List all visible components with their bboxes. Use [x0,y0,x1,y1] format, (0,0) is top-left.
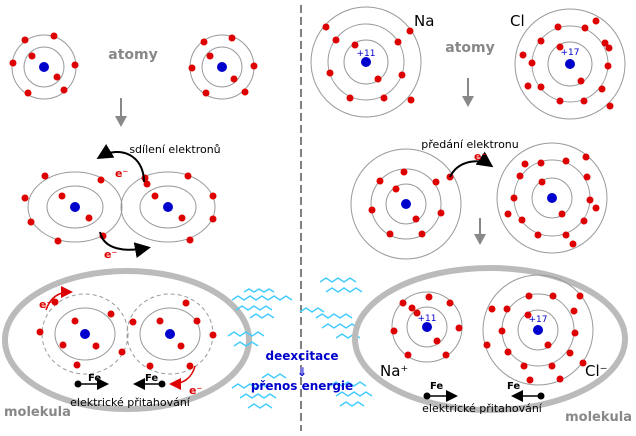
na-nucleus-charge: +11 [357,49,376,59]
na-label: Na [414,12,434,30]
left-attraction-forces [74,378,166,390]
left-atom-1 [9,32,79,100]
cl-label: Cl [510,12,525,30]
right-transfer-cl-atom [496,142,608,254]
right-na-atom [310,6,422,118]
left-attraction-label: elektrické přitahování [70,396,191,409]
left-shared-atom-1 [21,171,123,245]
left-atoms-label: atomy [108,47,157,63]
left-electron-label-top: e⁻ [115,167,128,180]
electrons [9,32,79,97]
left-force-label-1: Fe [88,373,101,384]
right-force-label-1: Fe [430,381,443,392]
left-electron-transfer-arrows [96,143,151,259]
cl-nucleus-charge: +17 [561,48,580,58]
right-electron-label: e⁻ [474,150,487,163]
left-atom-2 [188,34,258,100]
right-transfer-na-atom [350,148,462,260]
right-attraction-label: elektrické přitahování [422,402,543,415]
right-na-ion [390,291,463,363]
right-down-arrow-1 [462,78,474,107]
nucleus [39,62,49,72]
left-molecule-label: molekula [4,405,71,420]
left-sharing-label: sdílení elektronů [129,143,220,156]
right-force-label-2: Fe [507,381,520,392]
right-transfer-arrow [449,151,494,178]
right-transfer-label: předání elektronu [421,138,519,151]
left-down-arrow-1 [115,98,127,127]
cl-ion-nucleus-charge: +17 [529,315,548,325]
deexcitation-label: deexcitace [266,349,339,363]
na-ion-nucleus-charge: +11 [418,314,437,324]
energy-waves [227,277,373,409]
left-molecule-electron-label-1: e⁻ [39,298,52,311]
left-shared-atom-2 [120,171,217,244]
energy-transfer-label: přenos energie [251,379,353,393]
right-cl-ion [482,274,594,386]
left-force-label-2: Fe [145,373,158,384]
right-cl-atom [514,8,626,120]
na-ion-label: Na⁺ [380,362,408,380]
left-electron-label-bottom: e⁻ [104,248,117,261]
deexcitation-arrow: ⇓ [297,365,307,379]
left-molecule-electron-arrows [45,286,196,390]
right-molecule-outline [352,265,628,413]
left-molecule-atom-1 [36,293,129,375]
right-attraction-forces [423,390,545,402]
cl-ion-label: Cl⁻ [585,362,608,380]
right-molecule-label: molekula [565,410,632,425]
right-atoms-label: atomy [445,40,494,56]
right-down-arrow-2 [474,218,486,245]
left-molecule-outline [2,268,252,412]
left-molecule-electron-label-2: e⁻ [189,384,202,397]
left-molecule-atom-2 [126,293,217,375]
